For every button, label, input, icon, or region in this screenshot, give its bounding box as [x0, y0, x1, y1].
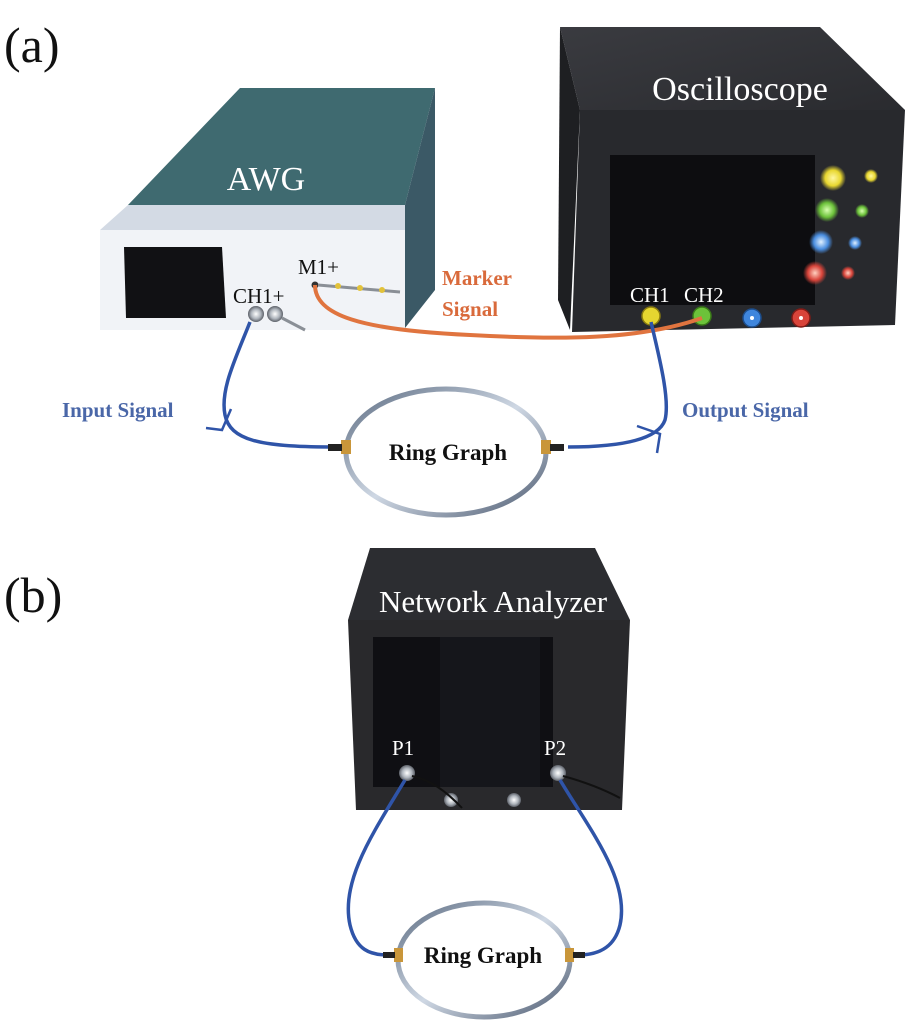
awg-screen [124, 247, 226, 318]
network-analyzer-screen-reflection [440, 637, 540, 787]
marker-signal-label-line2: Signal [442, 297, 498, 321]
panel-b-label: (b) [4, 567, 62, 623]
awg-ch1-connector[interactable] [248, 306, 264, 322]
na-internal-cable-1 [411, 775, 463, 809]
network-analyzer-p2-label: P2 [544, 736, 566, 760]
red-knob-large[interactable] [803, 261, 827, 285]
output-signal-cable [567, 321, 669, 449]
ch4-center-dot [799, 316, 803, 320]
ring-a-right-connector [541, 440, 551, 454]
input-signal-label: Input Signal [62, 398, 174, 422]
ring-graph-b: Ring Graph [383, 900, 585, 1020]
awg-m1-label: M1+ [298, 255, 339, 279]
green-knob-large[interactable] [815, 198, 839, 222]
blue-knob-large[interactable] [809, 230, 833, 254]
awg-ch1-label: CH1+ [233, 284, 285, 308]
network-analyzer-top-face [348, 548, 630, 620]
oscilloscope-title: Oscilloscope [652, 71, 828, 108]
oscilloscope-ch1-label: CH1 [630, 283, 670, 307]
awg-side-face [405, 88, 435, 328]
awg-front-bevel [100, 205, 405, 230]
panel-a-label: (a) [4, 17, 60, 73]
yellow-knob-large[interactable] [820, 165, 846, 191]
ring-a-left-connector [341, 440, 351, 454]
blue-knob-small[interactable] [848, 236, 862, 250]
network-analyzer-title: Network Analyzer [379, 584, 608, 619]
ring-b-right-connector [565, 948, 574, 962]
oscilloscope-ch2-connector[interactable] [692, 306, 712, 326]
awg-marker-port-2[interactable] [335, 283, 341, 289]
na-internal-cable-2 [562, 775, 621, 799]
oscilloscope-ch2-label: CH2 [684, 283, 724, 307]
network-analyzer-aux-connector-2[interactable] [507, 793, 521, 807]
oscilloscope-screen [610, 155, 815, 305]
ring-b-right-sma [573, 952, 585, 958]
awg-marker-port-4[interactable] [379, 287, 385, 293]
network-analyzer-aux-connector-1[interactable] [444, 793, 458, 807]
p2-cable [558, 779, 624, 957]
awg-instrument: AWG CH1+ M1+ [100, 88, 435, 332]
awg-title: AWG [227, 161, 305, 198]
awg-top-face [128, 88, 435, 205]
ch3-center-dot [750, 316, 754, 320]
red-knob-small[interactable] [841, 266, 855, 280]
marker-signal-label-line1: Marker [442, 266, 512, 290]
ring-b-left-connector [394, 948, 403, 962]
oscilloscope-top-face [560, 27, 905, 110]
input-signal-cable [222, 321, 331, 449]
awg-ch1-minus-connector[interactable] [267, 306, 283, 322]
network-analyzer-p2-connector[interactable] [550, 765, 566, 781]
green-knob-small[interactable] [855, 204, 869, 218]
p1-cable [346, 779, 407, 957]
ring-a-left-sma [328, 444, 342, 451]
network-analyzer-p1-label: P1 [392, 736, 414, 760]
yellow-knob-small[interactable] [864, 169, 878, 183]
oscilloscope-left-face [558, 27, 580, 330]
awg-cable-stub [281, 316, 306, 332]
oscilloscope-instrument: Oscilloscope CH1 CH2 [558, 27, 905, 332]
ring-graph-b-label: Ring Graph [424, 943, 542, 968]
output-signal-label: Output Signal [682, 398, 809, 422]
ring-graph-a: Ring Graph [328, 386, 564, 518]
network-analyzer-instrument: Network Analyzer P1 P2 [348, 548, 630, 810]
ring-a-right-sma [550, 444, 564, 451]
awg-marker-port-3[interactable] [357, 285, 363, 291]
ring-graph-a-label: Ring Graph [389, 440, 507, 465]
output-arrow-icon [636, 424, 662, 454]
ring-b-left-sma [383, 952, 395, 958]
marker-signal-cable [313, 284, 703, 340]
network-analyzer-p1-connector[interactable] [399, 765, 415, 781]
input-arrow-icon [205, 408, 233, 432]
